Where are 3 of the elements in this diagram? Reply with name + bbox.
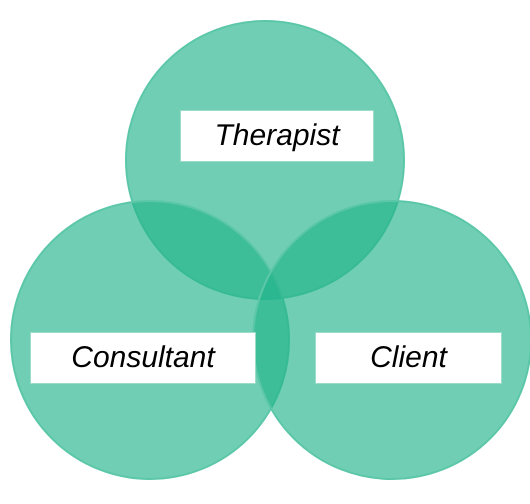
circle-label: Consultant — [30, 332, 256, 384]
circle-label: Therapist — [180, 110, 374, 162]
circle-label: Client — [315, 332, 502, 384]
